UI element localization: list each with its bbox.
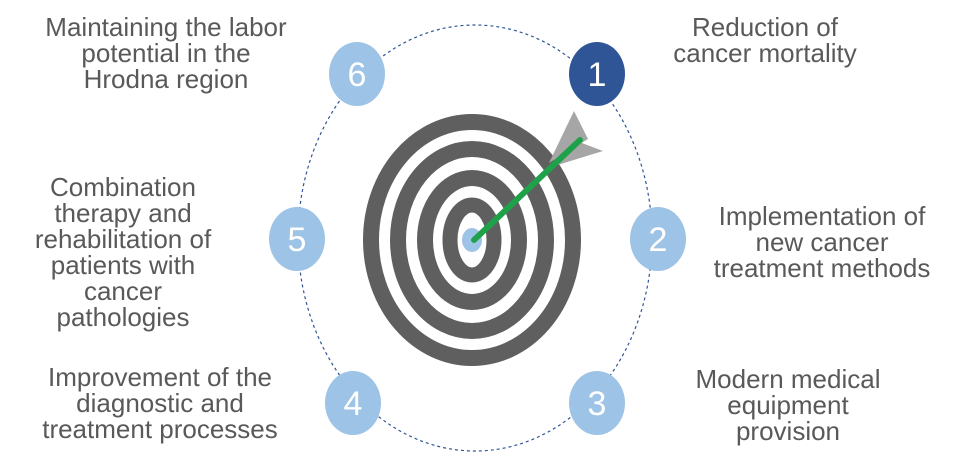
- label-line: Implementation of: [718, 201, 926, 231]
- target-ring: [417, 170, 527, 310]
- label-line: cancer: [83, 276, 163, 306]
- numbered-nodes: 1 2 3 4 5 6: [269, 42, 686, 435]
- node-circle: [269, 207, 325, 271]
- label-line: Reduction of: [692, 12, 838, 42]
- node-circle: [630, 207, 686, 271]
- target-ring: [363, 114, 581, 366]
- target-ring: [442, 197, 502, 283]
- node-1: 1: [569, 42, 625, 106]
- label-line: Maintaining the labor: [45, 12, 287, 42]
- node-number: 6: [348, 56, 367, 94]
- target-ring: [390, 141, 554, 339]
- node-circle: [329, 42, 385, 106]
- node-circle: [569, 371, 625, 435]
- label-line: Combination: [50, 172, 196, 202]
- arrow-fletch-bottom: [551, 140, 603, 167]
- node-number: 5: [288, 221, 307, 259]
- target-icon: [363, 114, 581, 366]
- node-number: 3: [588, 385, 607, 423]
- label-line: patients with: [50, 250, 196, 280]
- label-line: therapy and: [54, 198, 192, 228]
- label-line: treatment processes: [42, 414, 278, 444]
- label-line: Hrodna region: [83, 64, 249, 94]
- node-4: 4: [325, 371, 381, 435]
- label-line: cancer mortality: [673, 38, 857, 68]
- label-line: new cancer: [755, 227, 889, 257]
- label-line: Modern medical: [695, 364, 881, 394]
- arrow-icon: [471, 111, 603, 243]
- label-line: rehabilitation of: [34, 224, 212, 254]
- label-line: treatment methods: [713, 253, 931, 283]
- node-5: 5: [269, 207, 325, 271]
- arrow-shaft: [471, 137, 583, 243]
- node-circle: [325, 371, 381, 435]
- node-number: 2: [649, 221, 668, 259]
- label-line: potential in the: [81, 38, 251, 68]
- arrow-fletch-top: [549, 111, 588, 163]
- node-number: 4: [344, 385, 363, 423]
- label-line: equipment: [727, 390, 849, 420]
- label-line: provision: [735, 416, 841, 446]
- node-number: 1: [588, 56, 607, 94]
- node-circle: [569, 42, 625, 106]
- node-6: 6: [329, 42, 385, 106]
- label-line: Improvement of the: [48, 362, 272, 392]
- label-line: pathologies: [56, 302, 190, 332]
- node-2: 2: [630, 207, 686, 271]
- label-line: diagnostic and: [76, 388, 244, 418]
- node-3: 3: [569, 371, 625, 435]
